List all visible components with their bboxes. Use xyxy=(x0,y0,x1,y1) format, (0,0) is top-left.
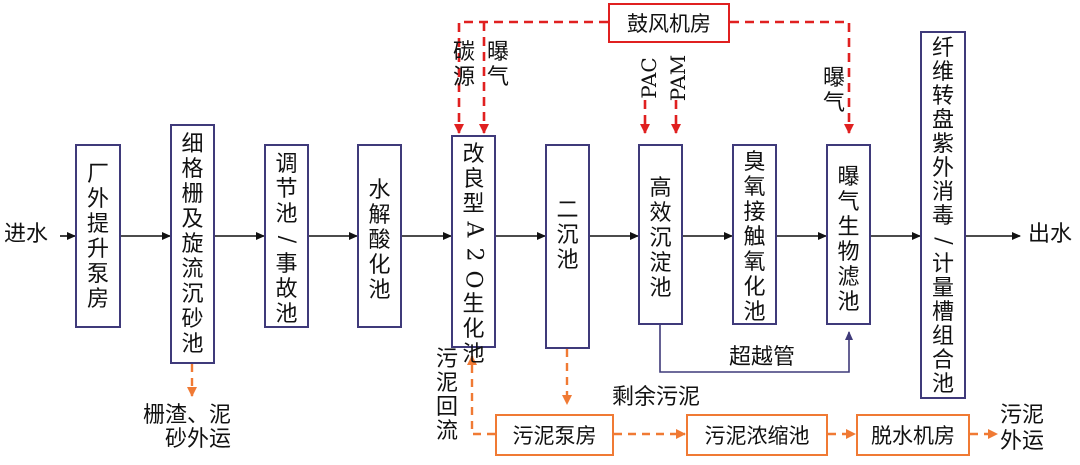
unit-secondary-clarifier-box xyxy=(545,144,590,349)
sludge-thickener-label: 污泥浓缩池 xyxy=(704,424,810,448)
unit-high-rate-sed-label: 高效沉淀池 xyxy=(649,176,672,301)
carbon-source-label: 碳源 xyxy=(452,40,475,90)
unit-ozone-box xyxy=(732,144,777,325)
unit-high-rate-sed-box xyxy=(638,144,683,325)
sludge-outbound-text: 污泥外运 xyxy=(1000,403,1045,454)
unit-screen-label: 细格栅及旋流沉砂池 xyxy=(181,132,204,357)
sludge-return-label: 污泥回流 xyxy=(435,347,458,444)
unit-hydrolysis-label: 水解酸化池 xyxy=(368,178,391,303)
air-lines xyxy=(454,20,854,134)
bypass-pipe xyxy=(659,325,853,373)
excess-sludge-label: 剩余污泥 xyxy=(612,385,701,410)
unit-equalization-box xyxy=(264,144,309,328)
unit-equalization-label: 调节池/事故池 xyxy=(273,152,299,327)
unit-disinfection-box xyxy=(920,31,966,399)
unit-disinfection-label: 纤维转盘紫外消毒/计量槽组合池 xyxy=(930,36,956,397)
blower-room-label: 鼓风机房 xyxy=(627,12,711,36)
screenings-label: 栅渣、泥砂外运 xyxy=(143,404,231,452)
unit-baf-label: 曝气生物滤池 xyxy=(837,165,860,315)
unit-ozone-label: 臭氧接触氧化池 xyxy=(743,150,766,325)
aeration-label-a2o: 曝气 xyxy=(486,40,509,90)
dewatering-room-label: 脱水机房 xyxy=(871,424,955,448)
blower-room-box: 鼓风机房 xyxy=(608,3,730,43)
sludge-lines xyxy=(187,349,998,439)
unit-a2o-box xyxy=(451,135,496,348)
unit-lift-pump-box xyxy=(75,144,121,328)
unit-hydrolysis-box xyxy=(357,144,402,328)
sludge-outbound-label: 污泥外运 xyxy=(1000,403,1044,455)
unit-screen-box xyxy=(170,124,215,364)
outflow-label: 出水 xyxy=(1028,222,1073,247)
aeration-label-baf: 曝气 xyxy=(822,66,845,116)
inflow-label: 进水 xyxy=(4,222,49,247)
sludge-pump-room-box: 污泥泵房 xyxy=(495,414,614,456)
dewatering-room-box: 脱水机房 xyxy=(856,414,970,456)
pam-label: PAM xyxy=(666,54,690,102)
sludge-thickener-box: 污泥浓缩池 xyxy=(686,414,828,456)
bypass-label: 超越管 xyxy=(729,345,796,370)
unit-baf-box xyxy=(826,144,871,325)
pac-label: PAC xyxy=(637,57,661,99)
unit-secondary-clarifier-label: 二沉池 xyxy=(556,198,579,273)
sludge-pump-room-label: 污泥泵房 xyxy=(512,424,597,448)
unit-lift-pump-label: 厂外提升泵房 xyxy=(86,162,109,312)
screenings-text: 栅渣、泥砂外运 xyxy=(143,403,232,452)
